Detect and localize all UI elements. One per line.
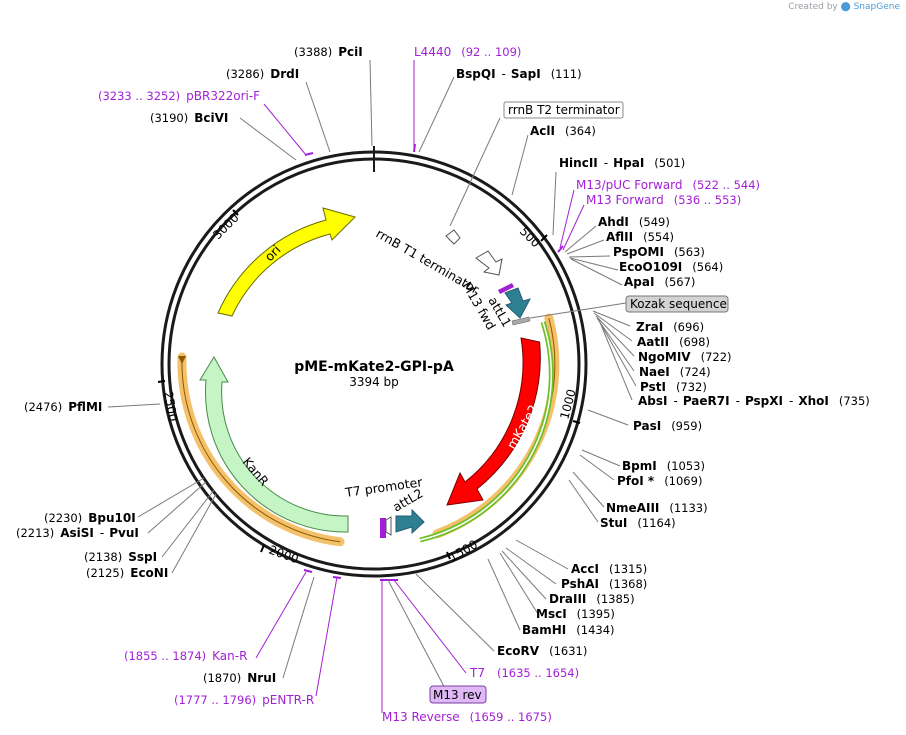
label-m13-puc-forward: M13/pUC Forward(522 .. 544): [576, 178, 760, 192]
tick-2500: 2500: [161, 390, 180, 423]
label-sspi: (2138)SspI: [84, 550, 157, 564]
label-kan-r: (1855 .. 1874)Kan-R: [124, 649, 247, 663]
label-pspomi: PspOMI(563): [613, 245, 705, 259]
credit-brand: SnapGene: [853, 2, 900, 12]
tick-500: 500: [517, 224, 543, 250]
label-nrui: (1870)NruI: [203, 671, 276, 685]
m13rev-marker: [385, 516, 392, 536]
rrnb-t2-terminator-label: rrnB T2 terminator: [508, 103, 620, 117]
label-bamhi: BamHI(1434): [522, 623, 615, 637]
label-pshai: PshAI(1368): [561, 577, 647, 591]
t7-marker: [380, 518, 386, 538]
label-m13-reverse: M13 Reverse(1659 .. 1675): [382, 710, 552, 724]
tick-1500: 1500: [447, 537, 480, 564]
kozak-box: [625, 295, 729, 313]
label-aatii: AatII(698): [637, 335, 710, 349]
label-eco0109i: EcoO109I(564): [619, 260, 723, 274]
label-naei: NaeI(724): [639, 365, 711, 379]
attl1-arrow: [504, 287, 531, 319]
credit-prefix: Created by: [788, 2, 838, 12]
m13-fwd-marker: [498, 283, 514, 294]
rrnb-t1-arrow: [475, 250, 503, 276]
attl2-arrow: [395, 508, 425, 535]
label-econi: (2125)EcoNI: [86, 566, 168, 580]
label-acci: AccI(1315): [571, 562, 647, 576]
snapgene-logo: ⬤: [840, 2, 851, 12]
label-hincii-hpai: HincII-HpaI(501): [559, 156, 685, 170]
label-draiii: DraIII(1385): [549, 592, 635, 606]
label-bspqi-sapi: BspQI-SapI(111): [456, 67, 582, 81]
kanr-arrow: [199, 356, 349, 533]
label-asisi-pvui: (2213)AsiSI-PvuI: [16, 526, 139, 540]
label-m13-forward: M13 Forward(536 .. 553): [586, 193, 741, 207]
label-acli: AclI(364): [530, 124, 596, 138]
label-ecorv: EcoRV(1631): [497, 644, 587, 658]
rrnb-t1-label: rrnB T1 terminator: [374, 226, 483, 298]
label-pflmi: (2476)PflMI: [24, 400, 102, 414]
label-ngomiv: NgoMIV(722): [638, 350, 732, 364]
label-nmeaiii: NmeAIII(1133): [606, 501, 708, 515]
tick-2000: 2000: [267, 543, 300, 567]
label-pbr322ori-f: (3233 .. 3252)pBR322ori-F: [98, 89, 260, 103]
label-pasi: PasI(959): [633, 419, 702, 433]
leader-lines: [107, 59, 637, 713]
label-pfoi: PfoI *(1069): [617, 474, 702, 488]
ori-arrow: [217, 207, 356, 317]
rrnb-t2-marker: [445, 229, 461, 245]
kozak-sequence-label: Kozak sequence: [630, 297, 727, 311]
label-psti: PstI(732): [640, 380, 707, 394]
label-t7: T7(1635 .. 1654): [469, 666, 579, 680]
label-aflii: AflII(554): [606, 230, 674, 244]
label-pentr-r: (1777 .. 1796)pENTR-R: [174, 693, 314, 707]
label-pcii: (3388)PciI: [294, 45, 363, 59]
label-bpu10i: (2230)Bpu10I: [44, 511, 136, 525]
label-apai: ApaI(567): [624, 275, 695, 289]
label-absi-xhoi: AbsI-PaeR7I-PspXI-XhoI(735): [638, 394, 870, 408]
m13-rev-label: M13 rev: [433, 688, 482, 702]
plasmid-name: pME-mKate2-GPI-pA: [294, 359, 454, 375]
label-stui: StuI(1164): [600, 516, 676, 530]
rrnb-t2-box: [503, 101, 624, 119]
label-l4440: L4440(92 .. 109): [414, 45, 521, 59]
snapgene-credit: Created by ⬤ SnapGene: [788, 2, 900, 12]
label-drdi: (3286)DrdI: [226, 67, 299, 81]
label-bcivi: (3190)BciVI: [150, 111, 228, 125]
plasmid-size: 3394 bp: [349, 375, 399, 389]
label-bpmi: BpmI(1053): [622, 459, 705, 473]
label-msci: MscI(1395): [536, 607, 615, 621]
label-zrai: ZraI(696): [636, 320, 704, 334]
m13-rev-box: [429, 685, 487, 704]
mkate2-arrow: [446, 337, 541, 506]
label-ahdi: AhdI(549): [598, 215, 670, 229]
kozak-marker: [511, 316, 531, 326]
